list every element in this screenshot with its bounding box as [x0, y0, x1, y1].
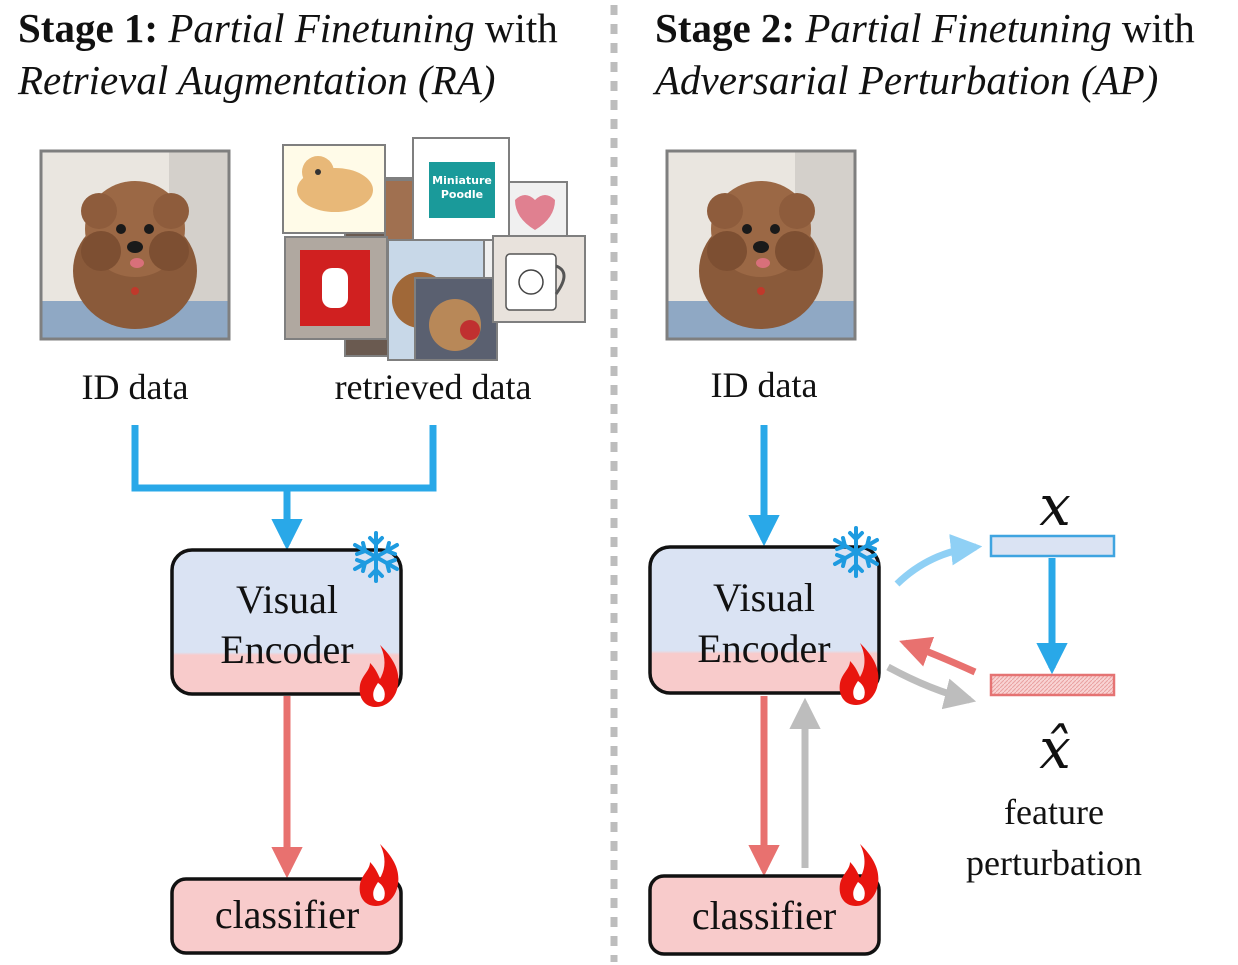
- retrieved-thumb-frame: [284, 236, 388, 340]
- stage2-visual-encoder: Visual Encoder: [648, 545, 881, 695]
- retrieved-thumb-text-2: Poodle: [441, 188, 483, 201]
- encoder-to-perturbed-gradient-arrow: [886, 663, 977, 710]
- stage2-title: Stage 2: Partial Finetuning with Adversa…: [655, 5, 1195, 103]
- stage1-title: Stage 1: Partial Finetuning with Retriev…: [18, 5, 558, 103]
- stage1-id-label: ID data: [82, 367, 189, 407]
- stage2-id-label: ID data: [711, 365, 818, 405]
- retrieved-thumb-mug: [492, 235, 586, 323]
- perturbed-to-encoder-arrow: [899, 636, 977, 676]
- stage2-classifier-label: classifier: [692, 893, 836, 938]
- stage1-encoder-line1: Visual: [236, 577, 338, 622]
- retrieved-data-label: retrieved data: [335, 367, 532, 407]
- retrieved-thumb-toy: [282, 144, 386, 234]
- perturbed-feature-vector: [989, 673, 1116, 697]
- stage1-encoder-line2: Encoder: [220, 627, 353, 672]
- retrieved-thumb-teddy: [387, 239, 498, 361]
- stage1-merge-line: [131, 425, 437, 492]
- stage1-classifier: classifier: [170, 877, 403, 955]
- stage2-encoder-line2: Encoder: [697, 626, 830, 671]
- retrieved-thumb-book: Miniature Poodle: [412, 137, 510, 241]
- perturbed-symbol: x̂: [1039, 717, 1071, 782]
- stage1-visual-encoder: Visual Encoder: [170, 548, 403, 696]
- stage2-id-photo: [665, 149, 857, 341]
- feature-vector: [989, 534, 1116, 558]
- retrieved-thumb-text-1: Miniature: [432, 174, 492, 187]
- encoder-to-feature-arrow: [894, 534, 983, 587]
- stage2-encoder-line1: Visual: [713, 575, 815, 620]
- stage1-id-photo: [39, 149, 231, 341]
- stage2-classifier: classifier: [648, 874, 881, 956]
- feature-perturbation-line1: feature: [1004, 792, 1104, 832]
- flame-icon: [359, 844, 399, 906]
- retrieved-collage: Miniature Poodle: [282, 137, 586, 361]
- stage1-classifier-label: classifier: [215, 892, 359, 937]
- feature-symbol: x: [1039, 474, 1071, 539]
- feature-perturbation-line2: perturbation: [966, 843, 1142, 883]
